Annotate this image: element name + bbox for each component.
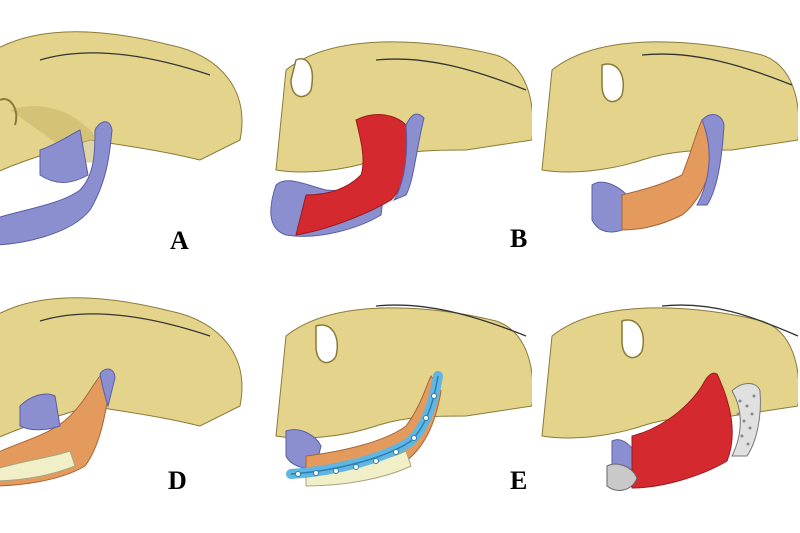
panel-label-a: A <box>170 226 189 255</box>
panel-label-b: B <box>510 224 528 253</box>
skull-illustration <box>0 297 243 487</box>
panel-a: A <box>0 0 266 266</box>
panel-label-d: D <box>168 466 187 495</box>
panel-label-e: E <box>510 466 528 495</box>
skull-illustration <box>275 304 532 487</box>
panel-e: E <box>266 266 532 532</box>
skull-illustration <box>541 304 798 491</box>
skull-illustration <box>541 41 798 233</box>
skull-illustration <box>0 31 243 246</box>
panel-c <box>532 0 798 266</box>
skull-illustration <box>270 41 532 237</box>
panel-f <box>532 266 798 532</box>
panel-b: B <box>266 0 532 266</box>
panel-d: D <box>0 266 266 532</box>
